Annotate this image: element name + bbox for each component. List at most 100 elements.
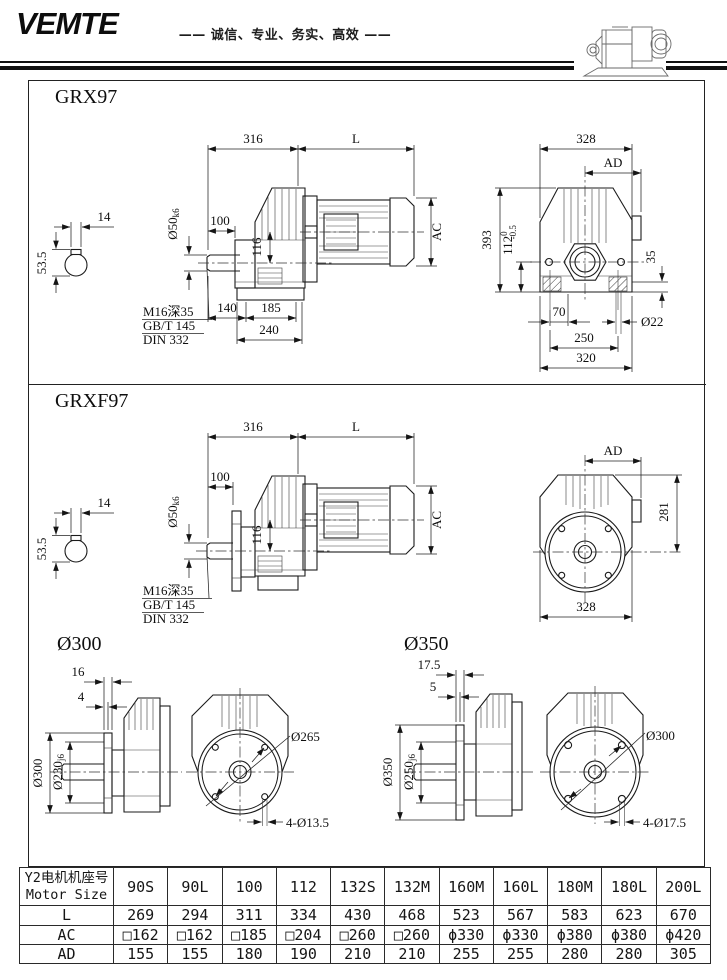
dim-bolt-holes-label: 4-Ø17.5 xyxy=(643,815,686,830)
value-cell: 155 xyxy=(112,943,169,965)
row-label: L xyxy=(19,905,114,926)
dim-185-label: 185 xyxy=(261,300,281,315)
gearmotor-thumbnail-icon xyxy=(574,26,672,79)
value-cell: 255 xyxy=(492,943,549,965)
row-label: AD xyxy=(19,943,114,965)
value-cell: 280 xyxy=(547,943,603,965)
dim-spigot-label: Ø230j6 xyxy=(50,754,66,790)
dim-L-label: L xyxy=(352,419,360,434)
dim-16-label: 16 xyxy=(72,664,86,679)
value-cell: 523 xyxy=(438,905,494,926)
grx97-shaft-section: 14 53.5 xyxy=(34,209,114,293)
dim-AD-label: AD xyxy=(604,443,623,458)
motor-size-header-en: Motor Size xyxy=(25,886,108,903)
column-header: 90S xyxy=(112,866,169,907)
motor-size-header-cell: Y2电机机座号 Motor Size xyxy=(19,866,114,907)
value-cell: ϕ420 xyxy=(655,924,712,945)
dim-35-label: 35 xyxy=(643,251,658,264)
section-divider xyxy=(28,384,706,385)
value-cell: □204 xyxy=(275,924,332,945)
column-header: 132S xyxy=(330,866,386,907)
dim-17_5-label: 17.5 xyxy=(418,657,441,672)
note-din332: DIN 332 xyxy=(143,332,189,347)
dim-4-label: 4 xyxy=(78,689,85,704)
value-cell: ϕ380 xyxy=(547,924,603,945)
dim-bolt-circle-label: Ø265 xyxy=(291,729,320,744)
dim-5-label: 5 xyxy=(430,679,437,694)
dim-53_5-label: 53.5 xyxy=(34,252,49,275)
grx97-rear-view: 328 AD 393 1120-0.5 35 70 xyxy=(479,131,668,372)
value-cell: ϕ380 xyxy=(601,924,657,945)
column-header: 132M xyxy=(384,866,440,907)
dim-320-label: 320 xyxy=(576,350,596,365)
dim-250-label: 250 xyxy=(574,330,594,345)
dim-shaft-dia-label: Ø50k6 xyxy=(165,496,181,528)
note-tap-hole: M16深35 xyxy=(143,583,194,598)
dim-hole22-label: Ø22 xyxy=(641,314,663,329)
column-header: 180L xyxy=(601,866,657,907)
dim-328-label: 328 xyxy=(576,131,596,146)
dim-140-label: 140 xyxy=(217,300,237,315)
flange300-front-view: Ø265 4-Ø13.5 xyxy=(186,688,329,830)
value-cell: □162 xyxy=(167,924,223,945)
value-cell: 334 xyxy=(275,905,332,926)
value-cell: 180 xyxy=(221,943,277,965)
column-header: 90L xyxy=(167,866,223,907)
dim-AD-label: AD xyxy=(604,155,623,170)
section-title-flange300: Ø300 xyxy=(57,633,102,655)
value-cell: 294 xyxy=(167,905,223,926)
value-cell: 210 xyxy=(330,943,386,965)
section-title-grx97: GRX97 xyxy=(55,86,118,108)
value-cell: 567 xyxy=(492,905,549,926)
value-cell: 468 xyxy=(384,905,440,926)
grxf97-shaft-section: 14 53.5 xyxy=(34,495,114,579)
grxf97-side-view: 316 L 100 Ø50k6 116 AC M16深35 GB/T 145 D… xyxy=(142,419,444,626)
value-cell: 210 xyxy=(384,943,440,965)
value-cell: 305 xyxy=(655,943,712,965)
value-cell: 190 xyxy=(275,943,332,965)
note-gbt145: GB/T 145 xyxy=(143,318,195,333)
value-cell: □260 xyxy=(384,924,440,945)
dim-14-label: 14 xyxy=(98,209,112,224)
value-cell: 670 xyxy=(655,905,712,926)
grxf97-rear-view: AD 281 328 xyxy=(533,443,682,622)
flange300-side-view: 16 4 Ø300 Ø230j6 xyxy=(30,664,182,814)
value-cell: ϕ330 xyxy=(492,924,549,945)
value-cell: 255 xyxy=(438,943,494,965)
dim-L-label: L xyxy=(352,131,360,146)
value-cell: 623 xyxy=(601,905,657,926)
dim-14-label: 14 xyxy=(98,495,112,510)
dim-flange-od-label: Ø300 xyxy=(30,759,45,788)
flange350-front-view: Ø300 4-Ø17.5 xyxy=(540,686,686,830)
grx97-side-view: 316 L 100 Ø50k6 116 AC 140 185 xyxy=(142,131,444,347)
table-row-AD: AD 155 155 180 190 210 210 255 255 280 2… xyxy=(19,943,712,965)
dim-70-label: 70 xyxy=(553,304,566,319)
value-cell: □162 xyxy=(112,924,169,945)
table-row-L: L 269 294 311 334 430 468 523 567 583 62… xyxy=(19,905,712,926)
column-header: 180M xyxy=(547,866,603,907)
note-din332: DIN 332 xyxy=(143,611,189,626)
dim-328-label: 328 xyxy=(576,599,596,614)
dim-flange-od-label: Ø350 xyxy=(380,758,395,787)
dim-bolt-circle-label: Ø300 xyxy=(646,728,675,743)
header-slogan: —— 诚信、专业、务实、高效 —— xyxy=(178,28,392,43)
value-cell: 583 xyxy=(547,905,603,926)
dim-393-label: 393 xyxy=(479,230,494,250)
dim-316-label: 316 xyxy=(243,131,263,146)
dim-112-label: 1120-0.5 xyxy=(499,225,518,255)
flange350-side-view: 17.5 5 Ø350 Ø250j6 xyxy=(380,657,535,821)
note-tap-hole: M16深35 xyxy=(143,304,194,319)
header-rule-thick xyxy=(0,66,727,70)
dim-100-label: 100 xyxy=(210,469,230,484)
dim-bolt-holes-label: 4-Ø13.5 xyxy=(286,815,329,830)
dim-100-label: 100 xyxy=(210,213,230,228)
dim-53_5-label: 53.5 xyxy=(34,538,49,561)
value-cell: □260 xyxy=(330,924,386,945)
dim-AC-label: AC xyxy=(429,511,444,529)
dim-spigot-label: Ø250j6 xyxy=(401,754,417,790)
table-row-AC: AC □162 □162 □185 □204 □260 □260 ϕ330 ϕ3… xyxy=(19,924,712,945)
note-gbt145: GB/T 145 xyxy=(143,597,195,612)
column-header: 160L xyxy=(492,866,549,907)
value-cell: 280 xyxy=(601,943,657,965)
